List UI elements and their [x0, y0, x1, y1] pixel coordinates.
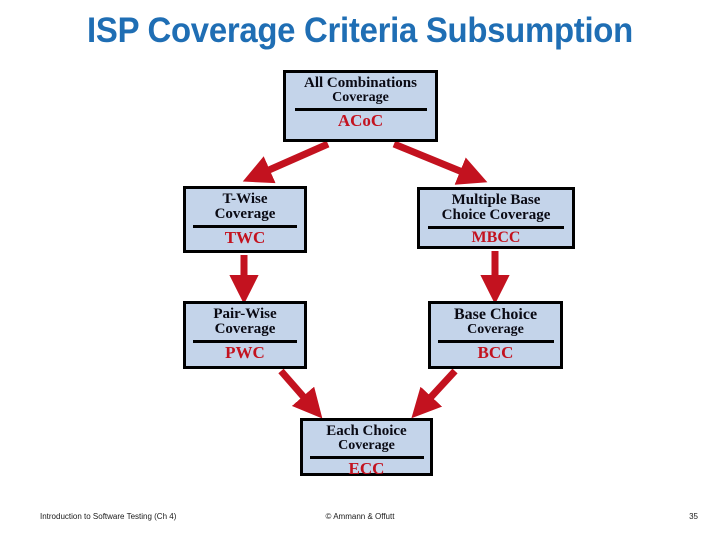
node-name: All Combinations Coverage	[292, 75, 429, 106]
node-name: Multiple Base Choice Coverage	[426, 192, 566, 224]
node-name-line1: Pair-Wise	[213, 306, 277, 322]
divider	[437, 339, 554, 343]
node-name-line2: Coverage	[338, 438, 395, 454]
node-each-choice-coverage[interactable]: Each Choice Coverage ECC	[300, 418, 433, 478]
node-name-line1: Base Choice	[453, 306, 538, 323]
node-name-line1: All Combinations	[304, 75, 417, 91]
node-abbreviation: MBCC	[471, 228, 521, 246]
node-abbreviation: ACoC	[337, 110, 384, 130]
node-abbreviation: BCC	[477, 342, 514, 362]
footer-book-reference: Introduction to Software Testing (Ch 4)	[40, 512, 177, 521]
node-name: T-Wise Coverage	[192, 191, 298, 223]
edge-acoc-to-twc	[242, 140, 330, 184]
footer-page-number: 35	[689, 512, 698, 521]
node-name-line2: Coverage	[467, 322, 524, 338]
divider	[294, 107, 427, 111]
edge-acoc-to-mbcc	[392, 140, 488, 185]
slide-footer: Introduction to Software Testing (Ch 4) …	[0, 512, 720, 526]
node-name-line2: Coverage	[332, 90, 389, 106]
node-name-line1: Each Choice	[326, 423, 407, 439]
divider	[193, 224, 297, 228]
divider	[309, 455, 424, 459]
arrow-layer	[229, 140, 510, 419]
page-title: ISP Coverage Criteria Subsumption	[87, 11, 633, 50]
node-name-line2: Coverage	[214, 206, 276, 223]
node-name-line1: T-Wise	[222, 191, 268, 207]
node-name: Base Choice Coverage	[437, 306, 554, 338]
divider	[428, 225, 564, 229]
node-pair-wise-coverage[interactable]: Pair-Wise Coverage PWC	[183, 301, 307, 369]
subsumption-diagram: All Combinations Coverage ACoC T-Wise Co…	[183, 70, 575, 478]
node-name: Each Choice Coverage	[309, 423, 424, 454]
node-abbreviation: PWC	[225, 342, 265, 362]
node-name: Pair-Wise Coverage	[192, 306, 298, 338]
edge-pwc-to-ecc	[278, 368, 323, 419]
footer-copyright: © Ammann & Offutt	[325, 512, 395, 521]
node-name-line2: Coverage	[214, 321, 276, 338]
edge-bcc-to-ecc	[411, 368, 458, 419]
divider	[193, 339, 297, 343]
node-name-line1: Multiple Base	[451, 192, 541, 208]
node-abbreviation: ECC	[348, 458, 385, 478]
node-base-choice-coverage[interactable]: Base Choice Coverage BCC	[428, 301, 563, 369]
node-all-combinations-coverage[interactable]: All Combinations Coverage ACoC	[283, 70, 438, 142]
node-name-line2: Choice Coverage	[441, 207, 551, 224]
node-t-wise-coverage[interactable]: T-Wise Coverage TWC	[183, 186, 307, 253]
node-abbreviation: TWC	[224, 227, 266, 247]
node-multiple-base-choice-coverage[interactable]: Multiple Base Choice Coverage MBCC	[417, 187, 575, 249]
